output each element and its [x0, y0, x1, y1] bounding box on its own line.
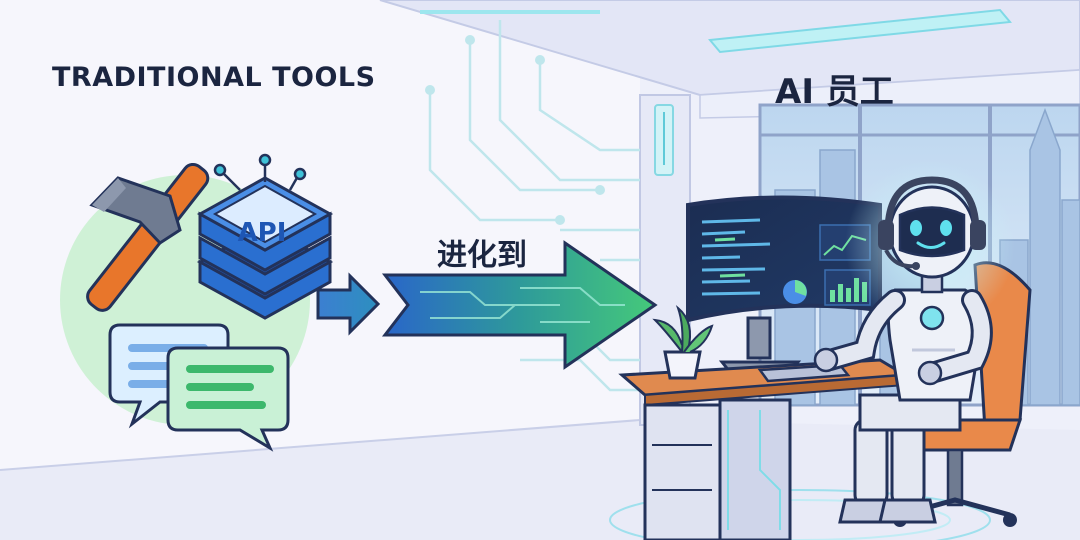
evolution-label: 进化到: [437, 238, 527, 273]
ai-employee-title: AI 员工: [775, 72, 894, 112]
chat-bubbles-icon: [108, 323, 290, 452]
api-label: API: [238, 218, 287, 248]
hammer-icon: [86, 162, 210, 312]
evolution-arrow: [381, 240, 658, 370]
robot-icon: [813, 160, 1015, 524]
api-server-icon: API: [196, 153, 334, 320]
plant-icon: [652, 304, 714, 380]
traditional-tools-title: TRADITIONAL TOOLS: [52, 62, 376, 93]
